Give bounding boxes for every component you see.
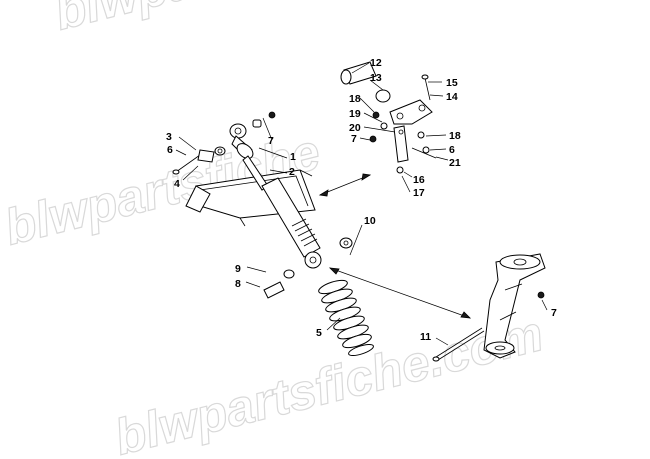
callout-9: 9 <box>235 263 241 275</box>
callout-11: 11 <box>420 331 431 343</box>
long-bolt <box>432 327 485 362</box>
callout-13: 13 <box>370 72 382 84</box>
callout-16: 16 <box>413 174 425 186</box>
rocker-assembly <box>340 61 437 174</box>
callout-3: 3 <box>166 131 172 143</box>
watermark: blwpartsfiche.com blwpartsfiche blwparts… <box>0 0 549 459</box>
callout-18-left: 18 <box>349 93 361 105</box>
callout-7-right: 7 <box>551 307 557 319</box>
callout-12: 12 <box>370 57 382 69</box>
leader-lines <box>175 62 548 346</box>
mounting-bracket <box>483 253 546 359</box>
callout-15: 15 <box>446 77 458 89</box>
callout-10: 10 <box>364 215 376 227</box>
callout-7-upper: 7 <box>268 135 274 147</box>
lower-mount-hardware <box>263 237 353 299</box>
callout-18-right: 18 <box>449 130 461 142</box>
callout-20: 20 <box>349 122 361 134</box>
callout-labels: 3 6 4 7 1 2 10 9 8 5 11 7 12 13 15 14 18… <box>166 57 557 343</box>
callout-6-right: 6 <box>449 144 455 156</box>
reference-arrows <box>318 173 472 319</box>
callout-6-left: 6 <box>167 144 173 156</box>
callout-14: 14 <box>446 91 458 103</box>
coil-spring <box>318 279 374 357</box>
watermark-text-top: blwpartsfiche.com <box>49 0 489 41</box>
callout-7-rocker: 7 <box>351 133 357 145</box>
callout-17: 17 <box>413 187 425 199</box>
callout-1: 1 <box>290 151 296 163</box>
upper-nut <box>252 111 276 128</box>
shock-absorber <box>229 123 322 269</box>
callout-4: 4 <box>174 178 180 190</box>
callout-2: 2 <box>289 166 295 178</box>
callout-21: 21 <box>449 157 461 169</box>
upper-mount-bolt <box>172 146 226 175</box>
callout-19: 19 <box>349 108 361 120</box>
callout-5: 5 <box>316 327 322 339</box>
callout-8: 8 <box>235 278 241 290</box>
